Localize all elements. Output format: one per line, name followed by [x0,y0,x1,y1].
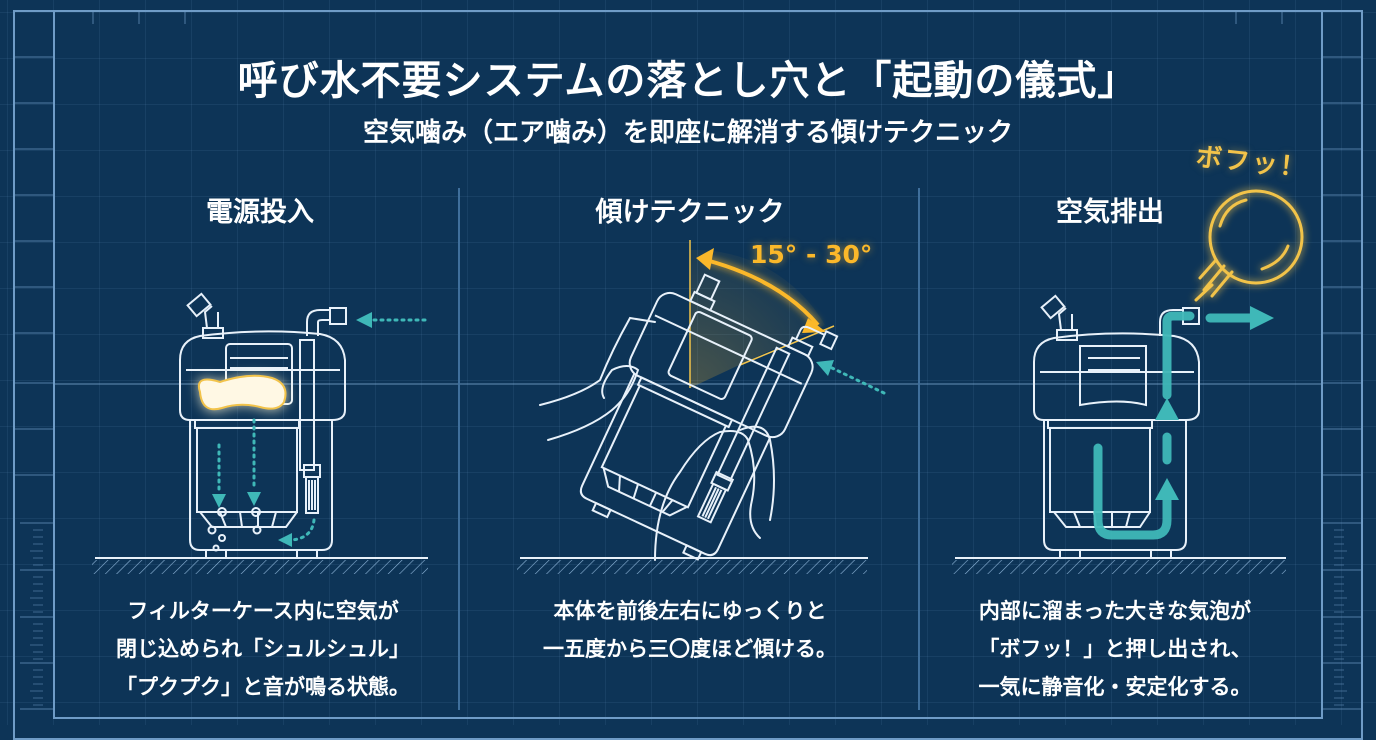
tilted-filter-illustration [579,273,839,561]
air-flow-path-icon [1093,311,1255,540]
angle-indicator-icon [689,240,835,388]
description-line: フィルターケース内に空気が [127,599,399,623]
column-divider-2 [918,188,920,710]
column-divider-1 [458,188,460,710]
column-description-tilt: 本体を前後左右にゆっくりと 一五度から三〇度ほど傾ける。 [510,592,870,668]
flow-arrow-col2 [816,360,886,395]
trapped-air-bubble-icon [197,374,287,412]
column-description-air-release: 内部に溜まった大きな気泡が 「ボフッ！」と押し出され、 一気に静音化・安定化する… [935,592,1295,706]
flow-arrows-col1 [217,318,427,542]
description-line: 「プクプク」と音が鳴る状態。 [116,675,410,699]
ground-line-2 [517,557,868,574]
ground-line-1 [92,557,428,574]
description-line: 閉じ込められ「シュルシュル」 [116,637,410,661]
air-flow-arrowheads [1155,306,1274,500]
flow-arrowheads-col1 [212,312,372,547]
column-title-air-release: 空気排出 [1056,197,1164,228]
ground-line-3 [952,557,1286,574]
pop-bubble-icon [1194,189,1304,302]
description-line: 内部に溜まった大きな気泡が [978,599,1252,623]
hands-icon [539,316,775,561]
description-line: 一気に静音化・安定化する。 [978,675,1252,699]
description-line: 本体を前後左右にゆっくりと [553,599,827,623]
tilt-angle-label: 15° - 30° [750,240,873,269]
column-title-tilt-technique: 傾けテクニック [595,197,785,228]
page-subtitle: 空気噛み（エア噛み）を即座に解消する傾けテクニック [362,118,1013,148]
column-description-power-on: フィルターケース内に空気が 閉じ込められ「シュルシュル」 「プクプク」と音が鳴る… [88,592,438,706]
filter-air-release-illustration [1033,294,1200,559]
description-line: 一五度から三〇度ほど傾ける。 [543,637,837,661]
page-title: 呼び水不要システムの落とし穴と「起動の儀式」 [237,58,1139,104]
ruler-ticks [15,10,1363,710]
filter-trapped-air-illustration [179,292,347,559]
column-title-power-on: 電源投入 [206,197,314,228]
inner-frame [53,10,1323,719]
illustrations [92,189,1304,574]
description-line: 「ボフッ！」と押し出され、 [978,637,1252,661]
